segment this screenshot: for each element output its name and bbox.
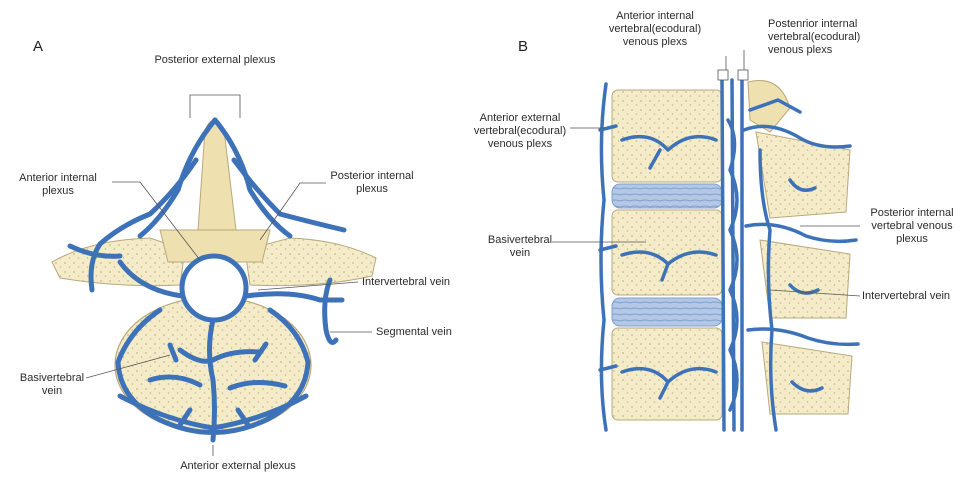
vertebral-body-b3	[612, 328, 722, 420]
panel-label-b: B	[518, 38, 528, 55]
label-intervertebral-vein-b: Intervertebral vein	[862, 290, 950, 303]
label-posterior-internal-venous-plexus: Posterior internal vertebral venous plex…	[870, 207, 953, 246]
label-anterior-internal-plexus: Anterior internal plexus	[19, 172, 97, 198]
label-segmental-vein: Segmental vein	[376, 326, 452, 339]
label-anterior-external-vertebral-plexus: Anterior external vertebral(ecodural) ve…	[474, 112, 566, 151]
label-basivertebral-vein-b: Basivertebral vein	[488, 234, 552, 260]
label-anterior-internal-vertebral-plexus: Anterior internal vertebral(ecodural) ve…	[609, 10, 701, 49]
posterior-process-2	[760, 240, 850, 318]
label-anterior-external-plexus: Anterior external plexus	[180, 460, 296, 473]
label-intervertebral-vein-a: Intervertebral vein	[362, 276, 450, 289]
label-posterior-internal-plexus: Posterior internal plexus	[330, 170, 413, 196]
label-posterior-external-plexus: Posterior external plexus	[154, 54, 275, 67]
panel-label-a: A	[33, 38, 43, 55]
posterior-process-1	[756, 132, 850, 218]
intervertebral-disc-2	[612, 298, 722, 326]
spinal-canal	[182, 256, 246, 320]
intervertebral-disc-1	[612, 184, 722, 208]
posterior-process-3	[762, 342, 852, 414]
label-basivertebral-vein-a: Basivertebral vein	[20, 372, 84, 398]
pedicle-top	[748, 80, 790, 132]
label-posterior-internal-vertebral-plexus: Postenrior internal vertebral(ecodural) …	[768, 18, 860, 57]
panel-b-top-markers	[718, 70, 748, 80]
